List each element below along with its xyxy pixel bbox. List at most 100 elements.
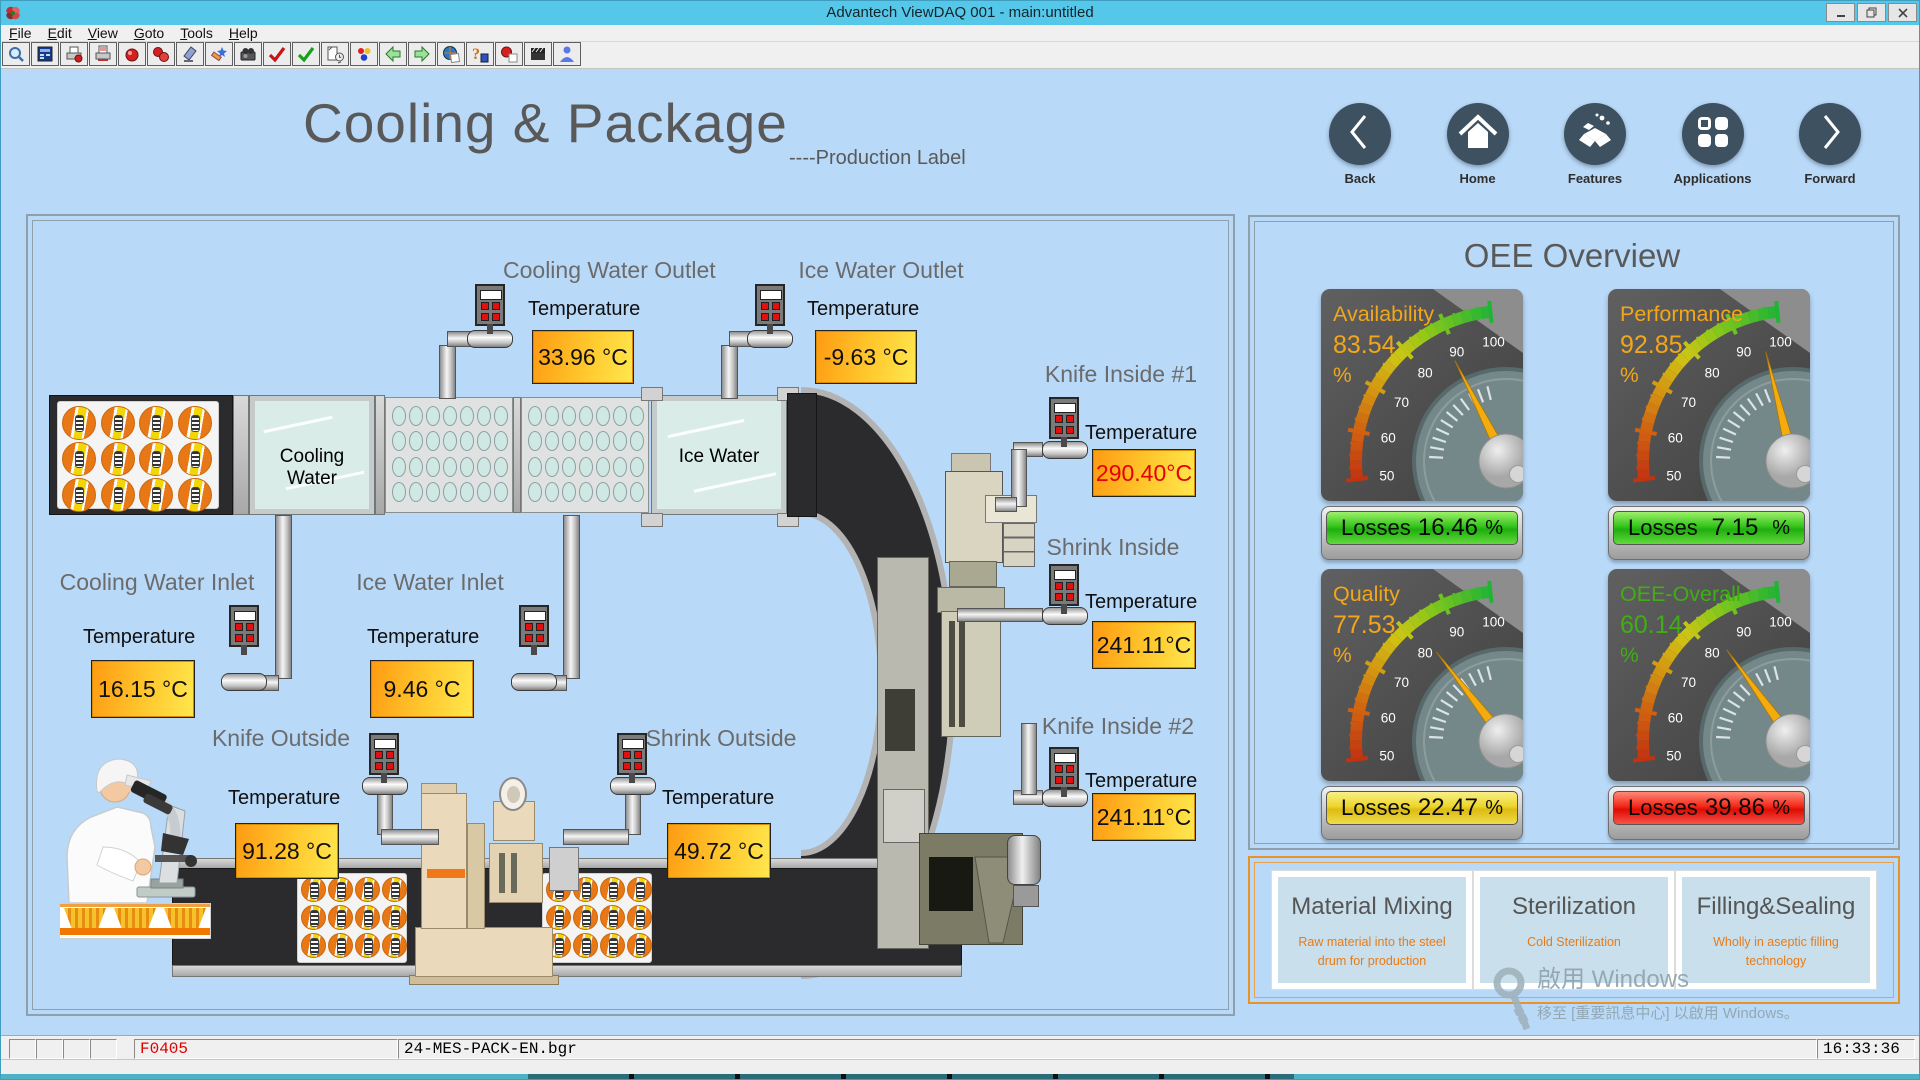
title-bar[interactable]: Advantech ViewDAQ 001 - main:untitled [1, 1, 1919, 25]
toolbar-button-wand[interactable] [205, 42, 233, 66]
machine-slot [499, 853, 505, 893]
stage-title: Filling&Sealing [1696, 893, 1856, 920]
status-cell [9, 1039, 36, 1059]
status-file: 24-MES-PACK-EN.bgr [398, 1039, 1817, 1059]
perforation [426, 481, 440, 502]
pipe [721, 345, 738, 399]
menu-item-tools[interactable]: Tools [180, 25, 213, 41]
toolbar-button-globe-note[interactable] [437, 42, 465, 66]
toolbar-button-schedule[interactable] [321, 42, 349, 66]
toolbar-button-arrow-right[interactable] [408, 42, 436, 66]
toolbar-button-camera[interactable] [234, 42, 262, 66]
temperature-display: 241.11°C [1092, 793, 1196, 841]
svg-text:%: % [1620, 644, 1639, 667]
pipe-coupling [221, 673, 267, 691]
perforation [494, 481, 508, 502]
toolbar-button-print-report[interactable] [89, 42, 117, 66]
toolbar-button-points[interactable] [350, 42, 378, 66]
nav-button-home[interactable]: Home [1428, 103, 1528, 186]
sample-cup [164, 908, 206, 928]
product-cup [328, 933, 353, 958]
toolbar-button-arrow-left[interactable] [379, 42, 407, 66]
product-cup [600, 905, 625, 930]
temperature-label: Temperature [528, 298, 641, 320]
menu-item-edit[interactable]: Edit [47, 25, 72, 41]
perforation [562, 481, 576, 502]
sensor-title: Ice Water Inlet [356, 569, 504, 595]
svg-text:90: 90 [1449, 625, 1464, 640]
perforation [443, 481, 457, 502]
points-icon [351, 44, 377, 64]
toolbar-button-clapper[interactable] [524, 42, 552, 66]
svg-text:Performance: Performance [1620, 302, 1743, 326]
ice-water-tank: Ice Water [651, 395, 787, 515]
menu-item-goto[interactable]: Goto [133, 25, 165, 41]
sensor-title: Cooling Water Inlet [59, 569, 255, 595]
temperature-sensor-device [519, 605, 549, 655]
nav-button-applications[interactable]: Applications [1663, 103, 1763, 186]
toolbar-button-help[interactable]: ? [466, 42, 494, 66]
losses-unit: % [1772, 796, 1790, 819]
chevron-right-icon [1799, 101, 1861, 168]
process-panel [26, 214, 1235, 1016]
svg-text:50: 50 [1666, 469, 1681, 484]
toolbar-button-check-green[interactable] [292, 42, 320, 66]
menu-item-help[interactable]: Help [228, 25, 258, 41]
stage-subtitle: Wholly in aseptic filling technology [1713, 935, 1839, 968]
svg-text:100: 100 [1482, 335, 1505, 350]
sensor-title: Shrink Outside [645, 725, 797, 751]
nav-button-back[interactable]: Back [1310, 103, 1410, 186]
nav-button-forward[interactable]: Forward [1780, 103, 1880, 186]
product-cup [62, 406, 96, 440]
nav-button-features[interactable]: Features [1545, 103, 1645, 186]
svg-text:100: 100 [1769, 615, 1792, 630]
toolbar-button-eraser[interactable] [176, 42, 204, 66]
toolbar-button-alarm-ack[interactable] [147, 42, 175, 66]
toolbar-button-control-panel[interactable] [31, 42, 59, 66]
temperature-sensor-device [755, 284, 785, 334]
minimize-button[interactable] [1826, 3, 1855, 22]
product-cup [100, 478, 135, 512]
temperature-display: -9.63 °C [815, 330, 917, 384]
alarm-ack-icon [148, 44, 174, 64]
perforation [426, 431, 440, 452]
losses-label: Losses [1628, 515, 1698, 540]
losses-label: Losses [1341, 795, 1411, 820]
toolbar-button-zoom[interactable] [2, 42, 30, 66]
restore-button[interactable] [1857, 3, 1886, 22]
perforation [630, 456, 644, 477]
conveyor-belt-stub [787, 393, 817, 517]
losses-value: 7.15 [1711, 514, 1759, 541]
svg-text:50: 50 [1379, 469, 1394, 484]
losses-value: 22.47 [1417, 794, 1478, 821]
toolbar-button-alarm[interactable] [118, 42, 146, 66]
svg-text:60: 60 [1668, 711, 1683, 726]
clapper-icon [525, 44, 551, 64]
stage-title: Sterilization [1511, 893, 1637, 920]
perforation [630, 481, 644, 502]
taskbar-cells [528, 1074, 1294, 1079]
svg-text:83.54: 83.54 [1333, 331, 1396, 359]
temperature-label: Temperature [1085, 770, 1198, 792]
product-cup [177, 406, 212, 440]
svg-text:90: 90 [1736, 625, 1751, 640]
packaging-machine-column [467, 823, 485, 929]
toolbar-button-user[interactable] [553, 42, 581, 66]
menu-item-view[interactable]: View [87, 25, 118, 41]
perforation [477, 406, 491, 426]
toolbar-button-print-alarm[interactable] [60, 42, 88, 66]
losses-unit: % [1772, 516, 1790, 539]
conveyor-frame [375, 395, 385, 515]
losses-label: Losses [1341, 515, 1411, 540]
product-cup [328, 877, 353, 902]
perforation [409, 481, 423, 502]
menu-item-file[interactable]: File [9, 25, 32, 41]
toolbar-button-alarm-note[interactable] [495, 42, 523, 66]
toolbar-button-check-red[interactable] [263, 42, 291, 66]
close-button[interactable] [1888, 3, 1917, 22]
